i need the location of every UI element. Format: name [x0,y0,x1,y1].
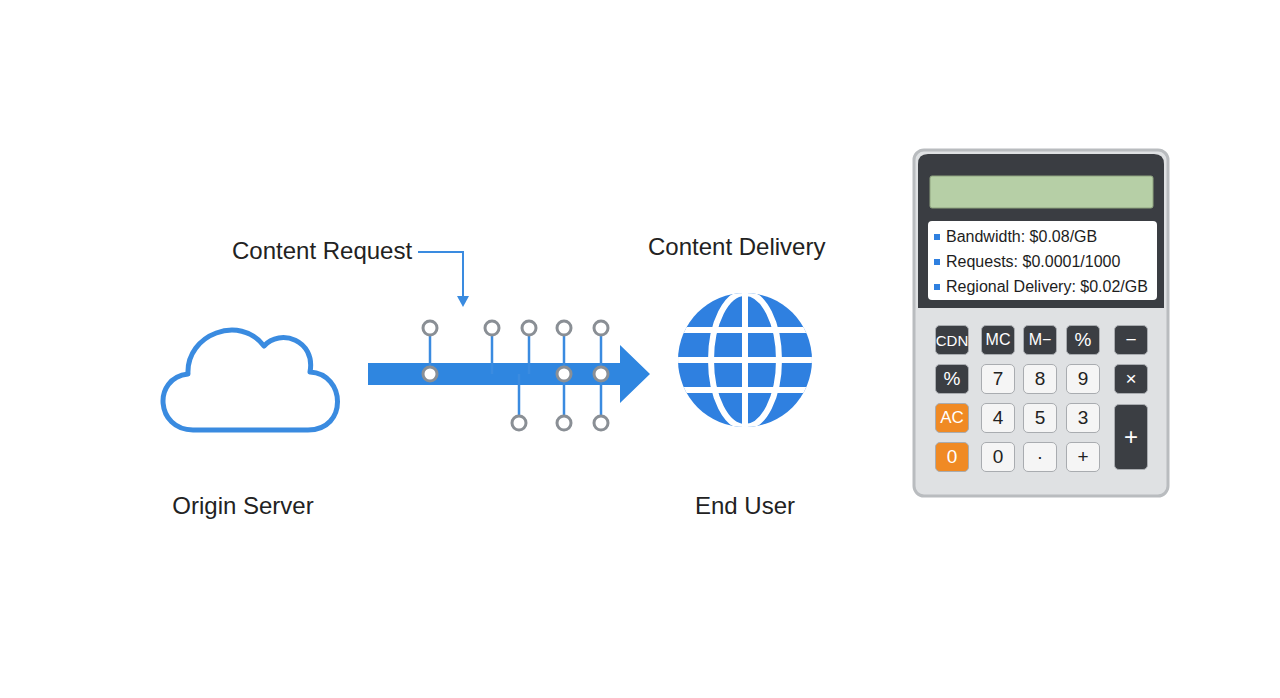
price-row: Regional Delivery: $0.02/GB [934,274,1157,299]
globe-parallel [678,357,812,363]
node-label: Origin Server [148,492,338,520]
leader-line [418,252,469,307]
price-text: Requests: $0.0001/1000 [946,253,1120,271]
calculator-key: 0 [935,442,969,472]
cloud-path [163,330,337,430]
flow-label: Content Delivery [648,233,825,261]
flow-label: Content Request [232,237,412,265]
calculator-key: 4 [981,403,1015,433]
globe-icon [650,290,840,440]
calculator-key: 9 [1066,364,1100,394]
calculator-key: + [1114,404,1148,470]
calculator-key: MC [981,325,1015,355]
price-text: Regional Delivery: $0.02/GB [946,278,1148,296]
calculator-case [914,150,1168,496]
globe-fill [678,293,812,427]
calculator-key: CDN [935,325,969,355]
calculator-key: 5 [1023,403,1057,433]
flow-arrow [368,345,650,403]
globe-parallel [678,327,812,333]
origin-server-node: Origin Server [148,300,368,520]
node-label: End User [650,492,840,520]
calculator-key: % [935,364,969,394]
network-nodes [423,321,608,430]
calculator-key: + [1066,442,1100,472]
calculator-key: 7 [981,364,1015,394]
network-links [430,328,601,423]
calculator-body [914,150,1168,496]
calculator-key: 0 [981,442,1015,472]
calculator-top [918,154,1164,308]
calculator-key: × [1114,364,1148,394]
calculator-key: 8 [1023,364,1057,394]
price-row: Requests: $0.0001/1000 [934,249,1157,274]
calculator-display [930,176,1153,208]
globe-parallel [678,387,812,393]
price-row: Bandwidth: $0.08/GB [934,224,1157,249]
bullet-square [934,284,940,290]
price-panel: Bandwidth: $0.08/GB Requests: $0.0001/100… [928,221,1157,300]
globe-grid [678,293,812,427]
calculator-key: 3 [1066,403,1100,433]
calculator-key: AC [935,403,969,433]
cloud-outline [148,300,348,440]
bullet-square [934,259,940,265]
bullet-square [934,234,940,240]
end-user-node: End User [650,290,840,520]
calculator-key: % [1066,325,1100,355]
calculator-key: M− [1023,325,1057,355]
price-text: Bandwidth: $0.08/GB [946,228,1097,246]
calculator-key: · [1023,442,1057,472]
calculator-key: − [1114,325,1148,355]
